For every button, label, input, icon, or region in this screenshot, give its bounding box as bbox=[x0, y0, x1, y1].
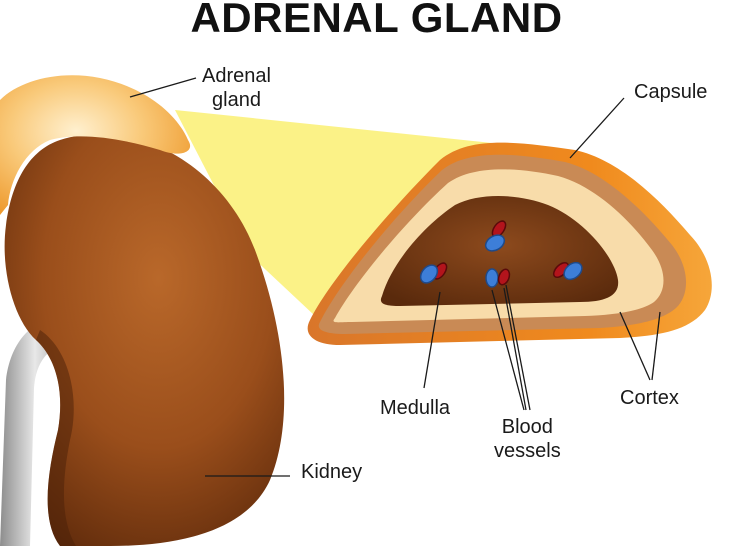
ureter bbox=[0, 318, 70, 546]
leader-cortex-2 bbox=[651, 311, 661, 381]
artery-3 bbox=[497, 268, 511, 286]
label-adrenal-gland-line1: Adrenal bbox=[202, 65, 271, 87]
leader-capsule bbox=[569, 97, 625, 159]
leader-medulla bbox=[423, 291, 441, 389]
leader-blood-vessels-2 bbox=[503, 287, 527, 411]
label-kidney: Kidney bbox=[301, 461, 363, 483]
label-blood-vessels-line2: vessels bbox=[494, 440, 561, 462]
label-medulla: Medulla bbox=[380, 397, 451, 419]
label-adrenal-gland-line2: gland bbox=[212, 89, 261, 111]
vein-1 bbox=[484, 234, 506, 252]
kidney-shape bbox=[4, 133, 285, 546]
vein-3 bbox=[485, 268, 499, 288]
blood-vessel-group bbox=[419, 220, 583, 288]
vein-2 bbox=[419, 264, 439, 284]
label-adrenal-gland: Adrenal gland bbox=[202, 64, 271, 112]
adrenal-gland-shape bbox=[0, 75, 191, 215]
leader-adrenal-gland bbox=[129, 77, 197, 98]
leader-blood-vessels-3 bbox=[505, 284, 531, 411]
label-blood-vessels-line1: Blood bbox=[501, 416, 553, 438]
label-blood-vessels: Blood vessels bbox=[494, 415, 561, 463]
leader-cortex-1 bbox=[619, 311, 651, 381]
vein-4 bbox=[563, 261, 583, 281]
label-cortex: Cortex bbox=[620, 387, 679, 409]
leader-blood-vessels-1 bbox=[491, 289, 525, 411]
label-capsule: Capsule bbox=[634, 81, 708, 103]
diagram-title: ADRENAL GLAND bbox=[190, 0, 563, 41]
kidney-shadow bbox=[36, 330, 76, 546]
